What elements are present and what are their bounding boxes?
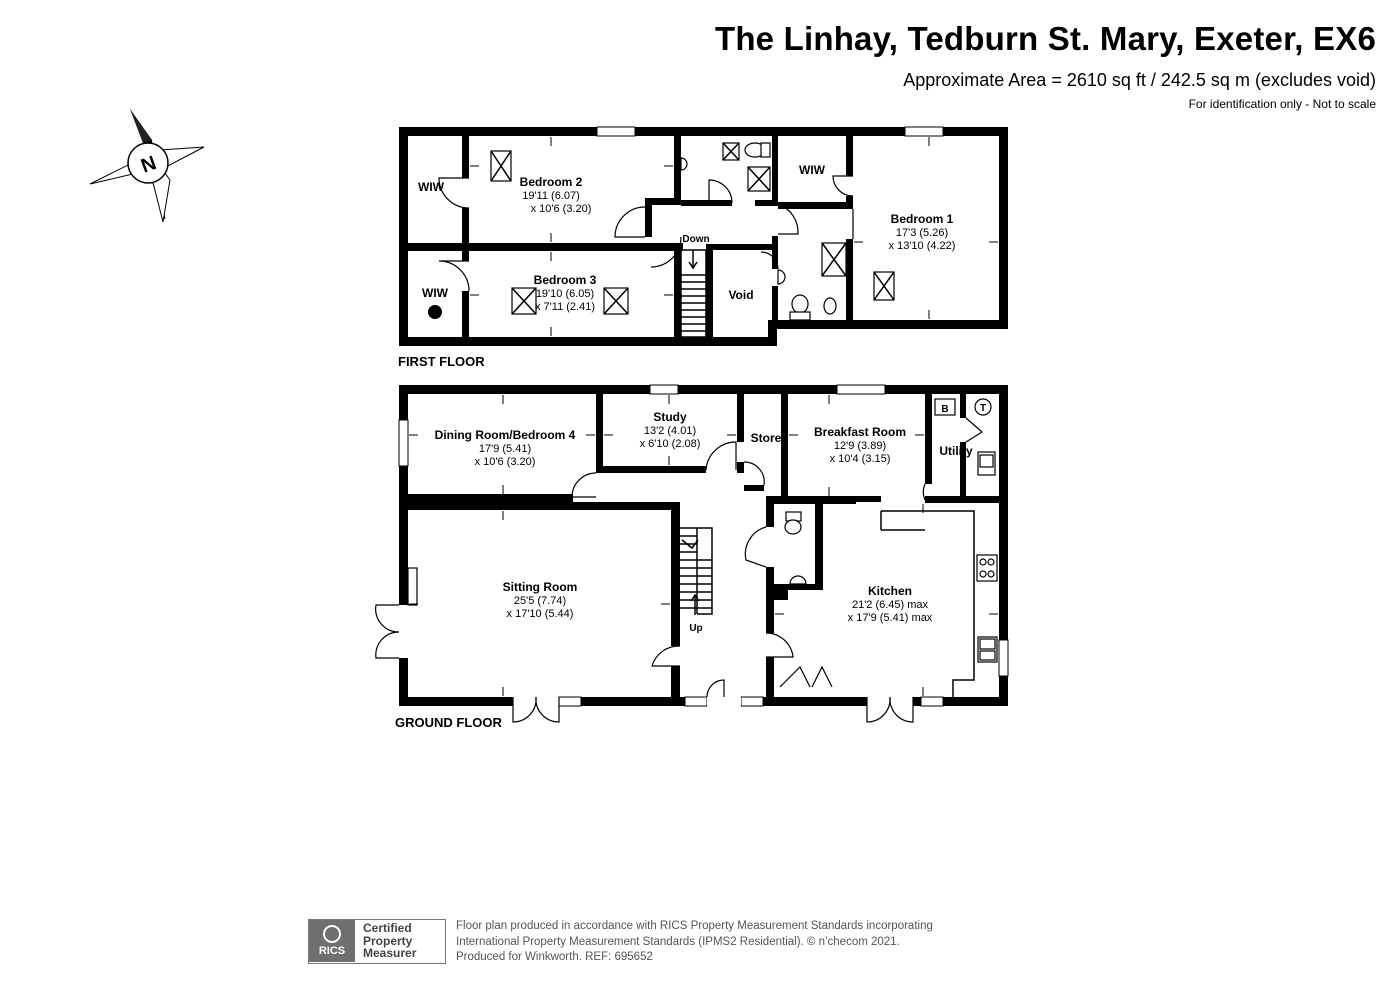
sitting-room-dim1: 25'5 (7.74) xyxy=(514,595,566,607)
bedroom-2-dim1: 19'11 (6.07) xyxy=(522,190,580,202)
bedroom-3-dim1: 19'10 (6.05) xyxy=(536,288,594,300)
stairs-up-label: Up xyxy=(689,623,702,634)
dining-room-name: Dining Room/Bedroom 4 xyxy=(435,428,576,442)
bedroom-3-name: Bedroom 3 xyxy=(534,273,597,287)
study-dim1: 13'2 (4.01) xyxy=(644,425,696,437)
kitchen-name: Kitchen xyxy=(868,584,912,598)
bedroom-3-dim2: x 7'11 (2.41) xyxy=(535,301,595,313)
store-label: Store xyxy=(751,431,782,445)
rics-certified-badge: RICS Certified Property Measurer xyxy=(308,919,446,964)
footer-line-1: Floor plan produced in accordance with R… xyxy=(456,920,933,932)
breakfast-room-dim1: 12'9 (3.89) xyxy=(834,440,886,452)
first-floor-plan: Bedroom 2 19'11 (6.07) x 10'6 (3.20) Bed… xyxy=(398,126,1008,369)
approximate-area: Approximate Area = 2610 sq ft / 242.5 sq… xyxy=(903,70,1376,90)
first-floor-label: FIRST FLOOR xyxy=(398,354,485,369)
lion-icon xyxy=(323,925,341,943)
void-label: Void xyxy=(728,288,753,302)
ground-floor-plan: B T xyxy=(375,384,1009,730)
footer-note: Floor plan produced in accordance with R… xyxy=(456,919,933,966)
breakfast-room-name: Breakfast Room xyxy=(814,425,906,439)
compass-north-label: N xyxy=(138,152,159,178)
footer-line-3: Produced for Winkworth. REF: 695652 xyxy=(456,951,653,963)
study-name: Study xyxy=(653,410,687,424)
utility-label: Utility xyxy=(939,444,973,458)
wiw-label-2: WIW xyxy=(422,286,449,300)
breakfast-room-dim2: x 10'4 (3.15) xyxy=(830,453,891,465)
study-dim2: x 6'10 (2.08) xyxy=(640,438,701,450)
dining-room-dim1: 17'9 (5.41) xyxy=(479,443,531,455)
ground-floor-label: GROUND FLOOR xyxy=(395,715,502,730)
sitting-room-name: Sitting Room xyxy=(503,580,578,594)
property-title: The Linhay, Tedburn St. Mary, Exeter, EX… xyxy=(714,20,1376,57)
badge-line-3: Measurer xyxy=(363,946,417,960)
wiw-label-1: WIW xyxy=(418,180,445,194)
bedroom-2-name: Bedroom 2 xyxy=(520,175,583,189)
kitchen-dim1: 21'2 (6.45) max xyxy=(852,599,929,611)
rics-logo: RICS xyxy=(309,920,355,962)
flue-icon xyxy=(428,305,442,319)
boiler-label: B xyxy=(941,404,948,415)
kitchen-dim2: x 17'9 (5.41) max xyxy=(848,612,933,624)
bedroom-1-name: Bedroom 1 xyxy=(891,212,954,226)
skylight-icon xyxy=(490,150,895,315)
scale-note: For identification only - Not to scale xyxy=(1188,97,1376,111)
bedroom-2-dim2: x 10'6 (3.20) xyxy=(531,203,592,215)
tank-label: T xyxy=(980,403,986,414)
dining-room-dim2: x 10'6 (3.20) xyxy=(475,456,536,468)
wiw-label-3: WIW xyxy=(799,163,826,177)
sitting-room-dim2: x 17'10 (5.44) xyxy=(507,608,574,620)
compass-icon: N xyxy=(89,109,205,223)
badge-line-1: Certified xyxy=(363,921,412,935)
stairs-down-label: Down xyxy=(682,234,709,245)
bedroom-1-dim1: 17'3 (5.26) xyxy=(896,227,948,239)
bedroom-1-dim2: x 13'10 (4.22) xyxy=(889,240,956,252)
badge-line-2: Property xyxy=(363,933,413,948)
rics-logo-text: RICS xyxy=(318,945,346,957)
footer-line-2: International Property Measurement Stand… xyxy=(456,935,900,948)
